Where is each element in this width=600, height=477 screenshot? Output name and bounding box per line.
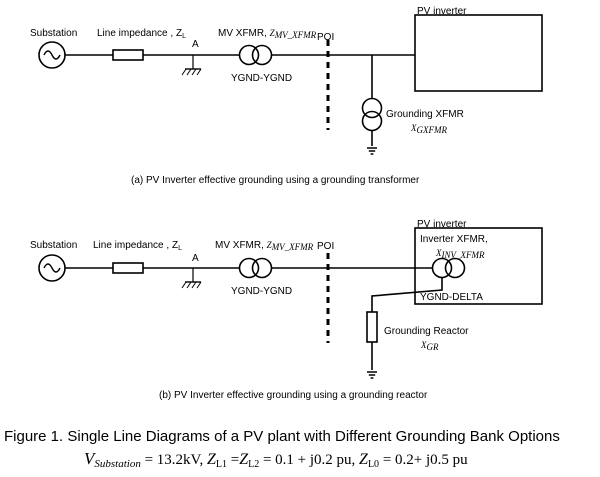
inverter-xfmr-label: Inverter XFMR, [420, 234, 488, 245]
caption-b: (b) PV Inverter effective grounding usin… [159, 390, 428, 401]
ground-icon [366, 371, 378, 379]
node-a-label: A [192, 253, 199, 264]
diagram-b: Substation Line impedance , ZL A MV XFMR… [30, 219, 543, 401]
grounding-reactor-label: Grounding Reactor [384, 326, 469, 337]
node-a-label: A [192, 39, 199, 50]
poi-label: POI [317, 32, 334, 43]
poi-label: POI [317, 241, 334, 252]
diagram-a: Substation Line impedance , ZL A MV XFMR… [30, 6, 543, 186]
mv-xfmr-winding-label: YGND-YGND [231, 286, 292, 297]
ground-icon [366, 147, 378, 155]
pv-inverter-box [414, 227, 543, 305]
grounding-xfmr-symbol: XGXFMR [410, 123, 447, 135]
inverter-xfmr-winding-label: YGND-DELTA [420, 292, 483, 303]
pv-inverter-box [414, 14, 543, 92]
substation-label: Substation [30, 240, 77, 251]
substation-label: Substation [30, 28, 77, 39]
line-impedance-label: Line impedance , ZL [93, 240, 182, 252]
figure-equation: VSubstation = 13.2kV, ZL1 =ZL2 = 0.1 + j… [84, 449, 468, 470]
inverter-xfmr-symbol: XINV_XFMR [435, 248, 485, 260]
mv-xfmr-label: MV XFMR, ZMV_XFMR [218, 28, 317, 40]
grounding-reactor-block [366, 311, 378, 343]
sine-wave-icon [43, 263, 61, 273]
figure-title: Figure 1. Single Line Diagrams of a PV p… [4, 428, 560, 445]
mv-xfmr-winding-label: YGND-YGND [231, 73, 292, 84]
grounding-xfmr-coil-top [361, 97, 383, 119]
mv-xfmr-label: MV XFMR, ZMV_XFMR [215, 240, 314, 252]
mv-xfmr-coil-right [251, 44, 273, 66]
mv-xfmr-coil-left [238, 257, 260, 279]
pv-inverter-label: PV inverter [417, 6, 467, 17]
line-impedance-block [112, 49, 144, 61]
mv-xfmr-coil-left [238, 44, 260, 66]
grounding-xfmr-coil-bottom [361, 110, 383, 132]
caption-a: (a) PV Inverter effective grounding usin… [131, 175, 420, 186]
grounding-reactor-symbol: XGR [420, 340, 439, 352]
grounding-xfmr-label: Grounding XFMR [386, 109, 464, 120]
sine-wave-icon [43, 50, 61, 60]
neutral-connection [371, 277, 443, 312]
pv-inverter-label: PV inverter [417, 219, 467, 230]
fault-ground-icon [181, 267, 202, 289]
fault-ground-icon [181, 54, 202, 76]
line-impedance-block [112, 262, 144, 274]
line-impedance-label: Line impedance , ZL [97, 28, 186, 40]
mv-xfmr-coil-right [251, 257, 273, 279]
inverter-xfmr-coil-right [444, 257, 466, 279]
